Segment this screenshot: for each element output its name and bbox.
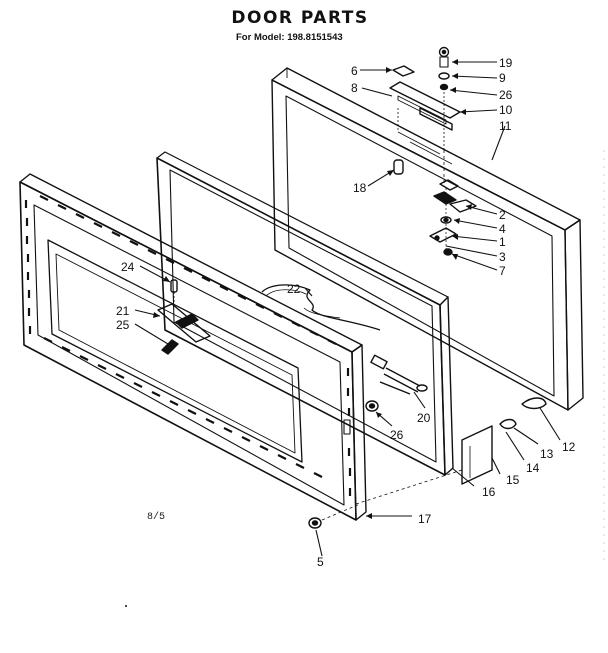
hinge-cap-part-6 — [392, 65, 415, 77]
screw-part-24 — [170, 279, 178, 293]
bushing-part-18 — [393, 159, 404, 175]
callout-10: 10 — [499, 103, 513, 117]
assembly-guides — [355, 150, 463, 505]
callout-21: 21 — [116, 304, 130, 318]
wire-harness-part-22 — [261, 284, 381, 331]
callout-1: 1 — [499, 235, 506, 249]
grommet-part-26 — [365, 400, 379, 412]
callout-7: 7 — [499, 264, 506, 278]
callout-31: 26 — [499, 88, 513, 102]
callout-3: 3 — [499, 250, 506, 264]
leader-lines — [134, 61, 561, 557]
window-hardware — [157, 279, 211, 355]
outer-door-frame — [271, 67, 584, 411]
callouts: 6 8 19 9 26 10 11 18 2 4 1 3 7 24 21 25 … — [116, 56, 576, 569]
hinge-plate-part-8 — [389, 81, 461, 119]
callout-24: 24 — [121, 260, 135, 274]
diagram-title: DOOR PARTS — [231, 8, 369, 28]
hinge-hardware — [389, 46, 461, 175]
callout-4: 4 — [499, 222, 506, 236]
callout-13: 13 — [540, 447, 554, 461]
model-number: For Model: 198.8151543 — [236, 32, 343, 43]
scan-speck — [125, 605, 127, 607]
callout-17: 17 — [418, 512, 432, 526]
spacer-part-10 — [419, 107, 453, 131]
callout-6: 6 — [351, 64, 358, 78]
page-note: 8/5 — [147, 512, 166, 523]
callout-8: 8 — [351, 81, 358, 95]
stop-part-5 — [308, 503, 361, 529]
callout-22: 22 — [287, 282, 301, 296]
callout-9: 9 — [499, 71, 506, 85]
bracket-part-15 — [461, 425, 493, 485]
inner-door-panel — [19, 173, 367, 521]
callout-11: 11 — [499, 119, 512, 133]
callout-15: 15 — [506, 473, 520, 487]
callout-5: 5 — [317, 555, 324, 569]
clip-part-25 — [161, 339, 179, 355]
latch-hardware — [429, 179, 477, 256]
door-seal-frame — [156, 151, 454, 476]
lower-hinge — [461, 397, 547, 485]
callout-14: 14 — [526, 461, 540, 475]
vent-slots — [24, 195, 352, 496]
callout-2: 2 — [499, 208, 506, 222]
leader-arrows — [153, 59, 472, 519]
callout-26: 26 — [390, 428, 404, 442]
callout-20: 20 — [417, 411, 431, 425]
callout-18: 18 — [353, 181, 367, 195]
switch-part-20 — [370, 354, 428, 395]
callout-12: 12 — [562, 440, 576, 454]
callout-16: 16 — [482, 485, 496, 499]
callout-25: 25 — [116, 318, 130, 332]
plate-part-21 — [157, 303, 211, 343]
callout-19: 19 — [499, 56, 513, 70]
